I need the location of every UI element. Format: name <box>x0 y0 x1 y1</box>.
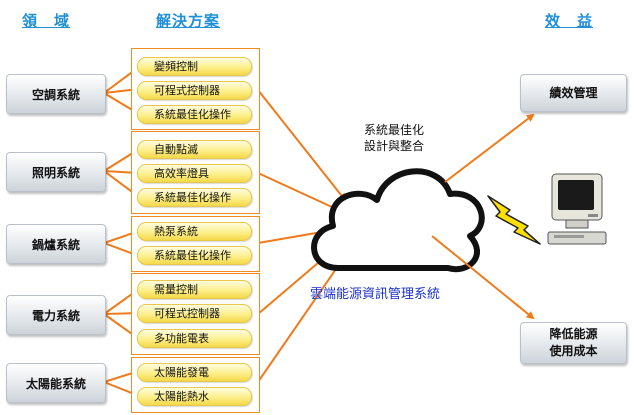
cloud-caption-line2: 設計與整合 <box>363 139 424 153</box>
header-domain: 領 域 <box>22 12 71 30</box>
header-solution: 解決方案 <box>156 12 221 30</box>
solution-group-lighting: 自動點滅 高效率燈具 系統最佳化操作 <box>131 131 260 214</box>
solution-item[interactable]: 變頻控制 <box>137 57 252 76</box>
solution-item[interactable]: 高效率燈具 <box>137 164 252 183</box>
domain-label: 空調系統 <box>31 87 80 102</box>
domain-label: 太陽能系統 <box>25 376 86 391</box>
effect-label-line1: 降低能源 <box>549 327 598 341</box>
lightning-icon <box>487 195 541 245</box>
solution-item[interactable]: 系統最佳化操作 <box>137 246 252 265</box>
cloud-system-label: 雲端能源資訊管理系統 <box>310 287 441 302</box>
effect-label-block: 降低能源 使用成本 <box>549 326 597 360</box>
solution-item[interactable]: 多功能電表 <box>137 329 252 348</box>
domain-lighting[interactable]: 照明系統 <box>6 152 106 192</box>
domain-power[interactable]: 電力系統 <box>6 295 106 335</box>
domain-label: 照明系統 <box>31 165 80 180</box>
solution-item[interactable]: 可程式控制器 <box>137 304 252 323</box>
solution-group-power: 需量控制 可程式控制器 多功能電表 <box>131 273 260 355</box>
cloud-caption: 系統最佳化 設計與整合 <box>344 122 444 154</box>
solution-group-boiler: 熱泵系統 系統最佳化操作 <box>131 216 260 272</box>
cloud-caption-line1: 系統最佳化 <box>363 123 424 137</box>
solution-item[interactable]: 太陽能發電 <box>137 363 252 382</box>
domain-label: 鍋爐系統 <box>31 237 80 252</box>
solution-item[interactable]: 系統最佳化操作 <box>137 188 252 207</box>
effect-label-line2: 使用成本 <box>549 344 598 358</box>
solution-item[interactable]: 可程式控制器 <box>137 81 252 100</box>
solution-item[interactable]: 系統最佳化操作 <box>137 105 252 124</box>
solution-item[interactable]: 需量控制 <box>137 280 252 299</box>
solution-item[interactable]: 熱泵系統 <box>137 222 252 241</box>
solution-item[interactable]: 自動點滅 <box>137 140 252 159</box>
effect-label: 績效管理 <box>549 85 598 100</box>
effect-reduce-energy-cost[interactable]: 降低能源 使用成本 <box>520 322 627 364</box>
domain-boiler[interactable]: 鍋爐系統 <box>6 224 106 264</box>
solution-group-hvac: 變頻控制 可程式控制器 系統最佳化操作 <box>131 48 260 130</box>
domain-label: 電力系統 <box>31 308 80 323</box>
header-effect: 效 益 <box>545 12 594 30</box>
cloud-to-effect-arrows <box>431 113 535 320</box>
domain-solar[interactable]: 太陽能系統 <box>6 363 106 403</box>
solution-item[interactable]: 太陽能熱水 <box>137 387 252 406</box>
cloud-icon <box>311 168 485 273</box>
computer-icon <box>547 173 607 245</box>
domain-hvac[interactable]: 空調系統 <box>6 74 106 114</box>
effect-performance-management[interactable]: 績效管理 <box>520 74 627 112</box>
solution-group-solar: 太陽能發電 太陽能熱水 <box>131 357 260 413</box>
